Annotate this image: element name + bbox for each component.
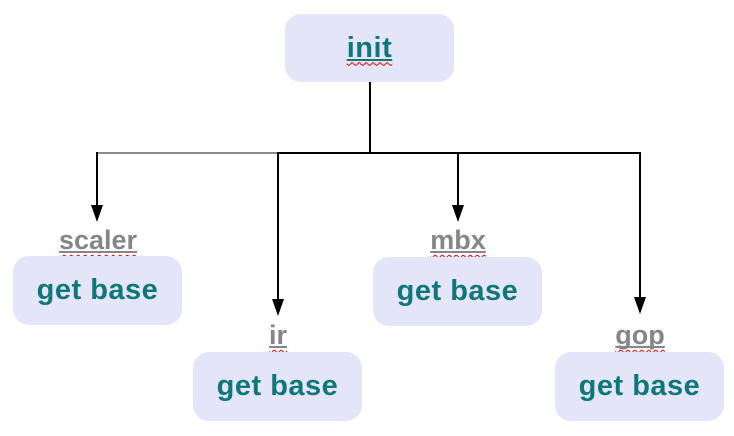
node-gop-get-base[interactable]: get base: [555, 352, 724, 421]
branch-label-gop[interactable]: gop: [615, 320, 665, 350]
connector-mbx-stem: [457, 152, 459, 207]
connector-bus-left: [97, 152, 278, 154]
connector-bus-right: [278, 151, 640, 154]
node-mbx-get-base[interactable]: get base: [373, 257, 542, 326]
arrow-down-mbx-icon: [452, 205, 464, 222]
connector-scaler-stem: [96, 152, 98, 207]
branch-label-scaler[interactable]: scaler: [58, 225, 138, 255]
branch-label-ir[interactable]: ir: [268, 320, 288, 350]
connector-init-stem: [369, 82, 371, 153]
node-ir-get-base[interactable]: get base: [193, 352, 362, 421]
node-mbx-get-base-label: get base: [396, 275, 519, 307]
connector-gop-stem: [639, 152, 641, 298]
node-init[interactable]: init: [285, 14, 454, 82]
node-ir-get-base-label: get base: [216, 370, 339, 402]
node-init-label: init: [346, 31, 393, 64]
arrow-down-scaler-icon: [91, 205, 103, 222]
arrow-down-ir-icon: [272, 299, 284, 316]
arrow-down-gop-icon: [634, 297, 646, 314]
connector-ir-stem: [277, 152, 279, 300]
node-scaler-get-base[interactable]: get base: [13, 256, 182, 325]
node-scaler-get-base-label: get base: [36, 274, 159, 306]
node-gop-get-base-label: get base: [578, 370, 701, 402]
branch-label-mbx[interactable]: mbx: [430, 225, 486, 255]
